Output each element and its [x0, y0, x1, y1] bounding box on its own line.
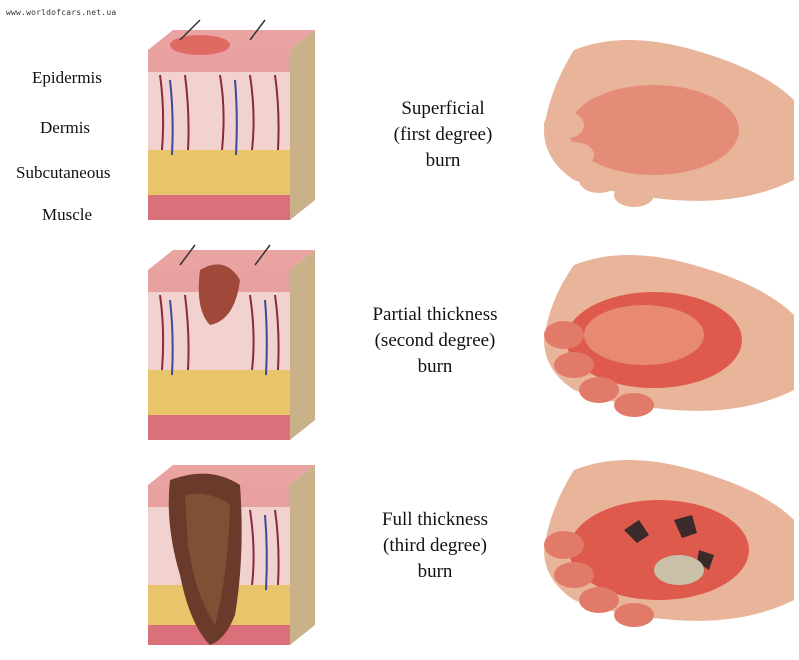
- burn-label-line: (third degree): [335, 533, 535, 559]
- label-dermis: Dermis: [40, 118, 90, 138]
- burn-label-line: (second degree): [335, 328, 535, 354]
- label-epidermis: Epidermis: [32, 68, 102, 88]
- label-muscle: Muscle: [42, 205, 92, 225]
- burn-label-line: burn: [335, 559, 535, 585]
- burn-label-line: burn: [343, 148, 543, 174]
- burn-label-line: Partial thickness: [335, 302, 535, 328]
- burn-label-line: Full thickness: [335, 507, 535, 533]
- skin-block-first-degree: [140, 20, 320, 230]
- hand-first-degree: [534, 30, 799, 210]
- skin-block-second-degree: [140, 240, 320, 450]
- burn-label-second-degree: Partial thickness (second degree) burn: [335, 302, 535, 380]
- hand-third-degree: [534, 450, 799, 630]
- skin-block-third-degree: [140, 455, 320, 655]
- burn-label-line: Superficial: [343, 96, 543, 122]
- burn-label-third-degree: Full thickness (third degree) burn: [335, 507, 535, 585]
- watermark-text: www.worldofcars.net.ua: [6, 8, 116, 17]
- hand-second-degree: [534, 245, 799, 420]
- label-subcutaneous: Subcutaneous: [16, 163, 110, 183]
- burn-label-line: burn: [335, 354, 535, 380]
- burn-label-line: (first degree): [343, 122, 543, 148]
- burn-label-first-degree: Superficial (first degree) burn: [343, 96, 543, 174]
